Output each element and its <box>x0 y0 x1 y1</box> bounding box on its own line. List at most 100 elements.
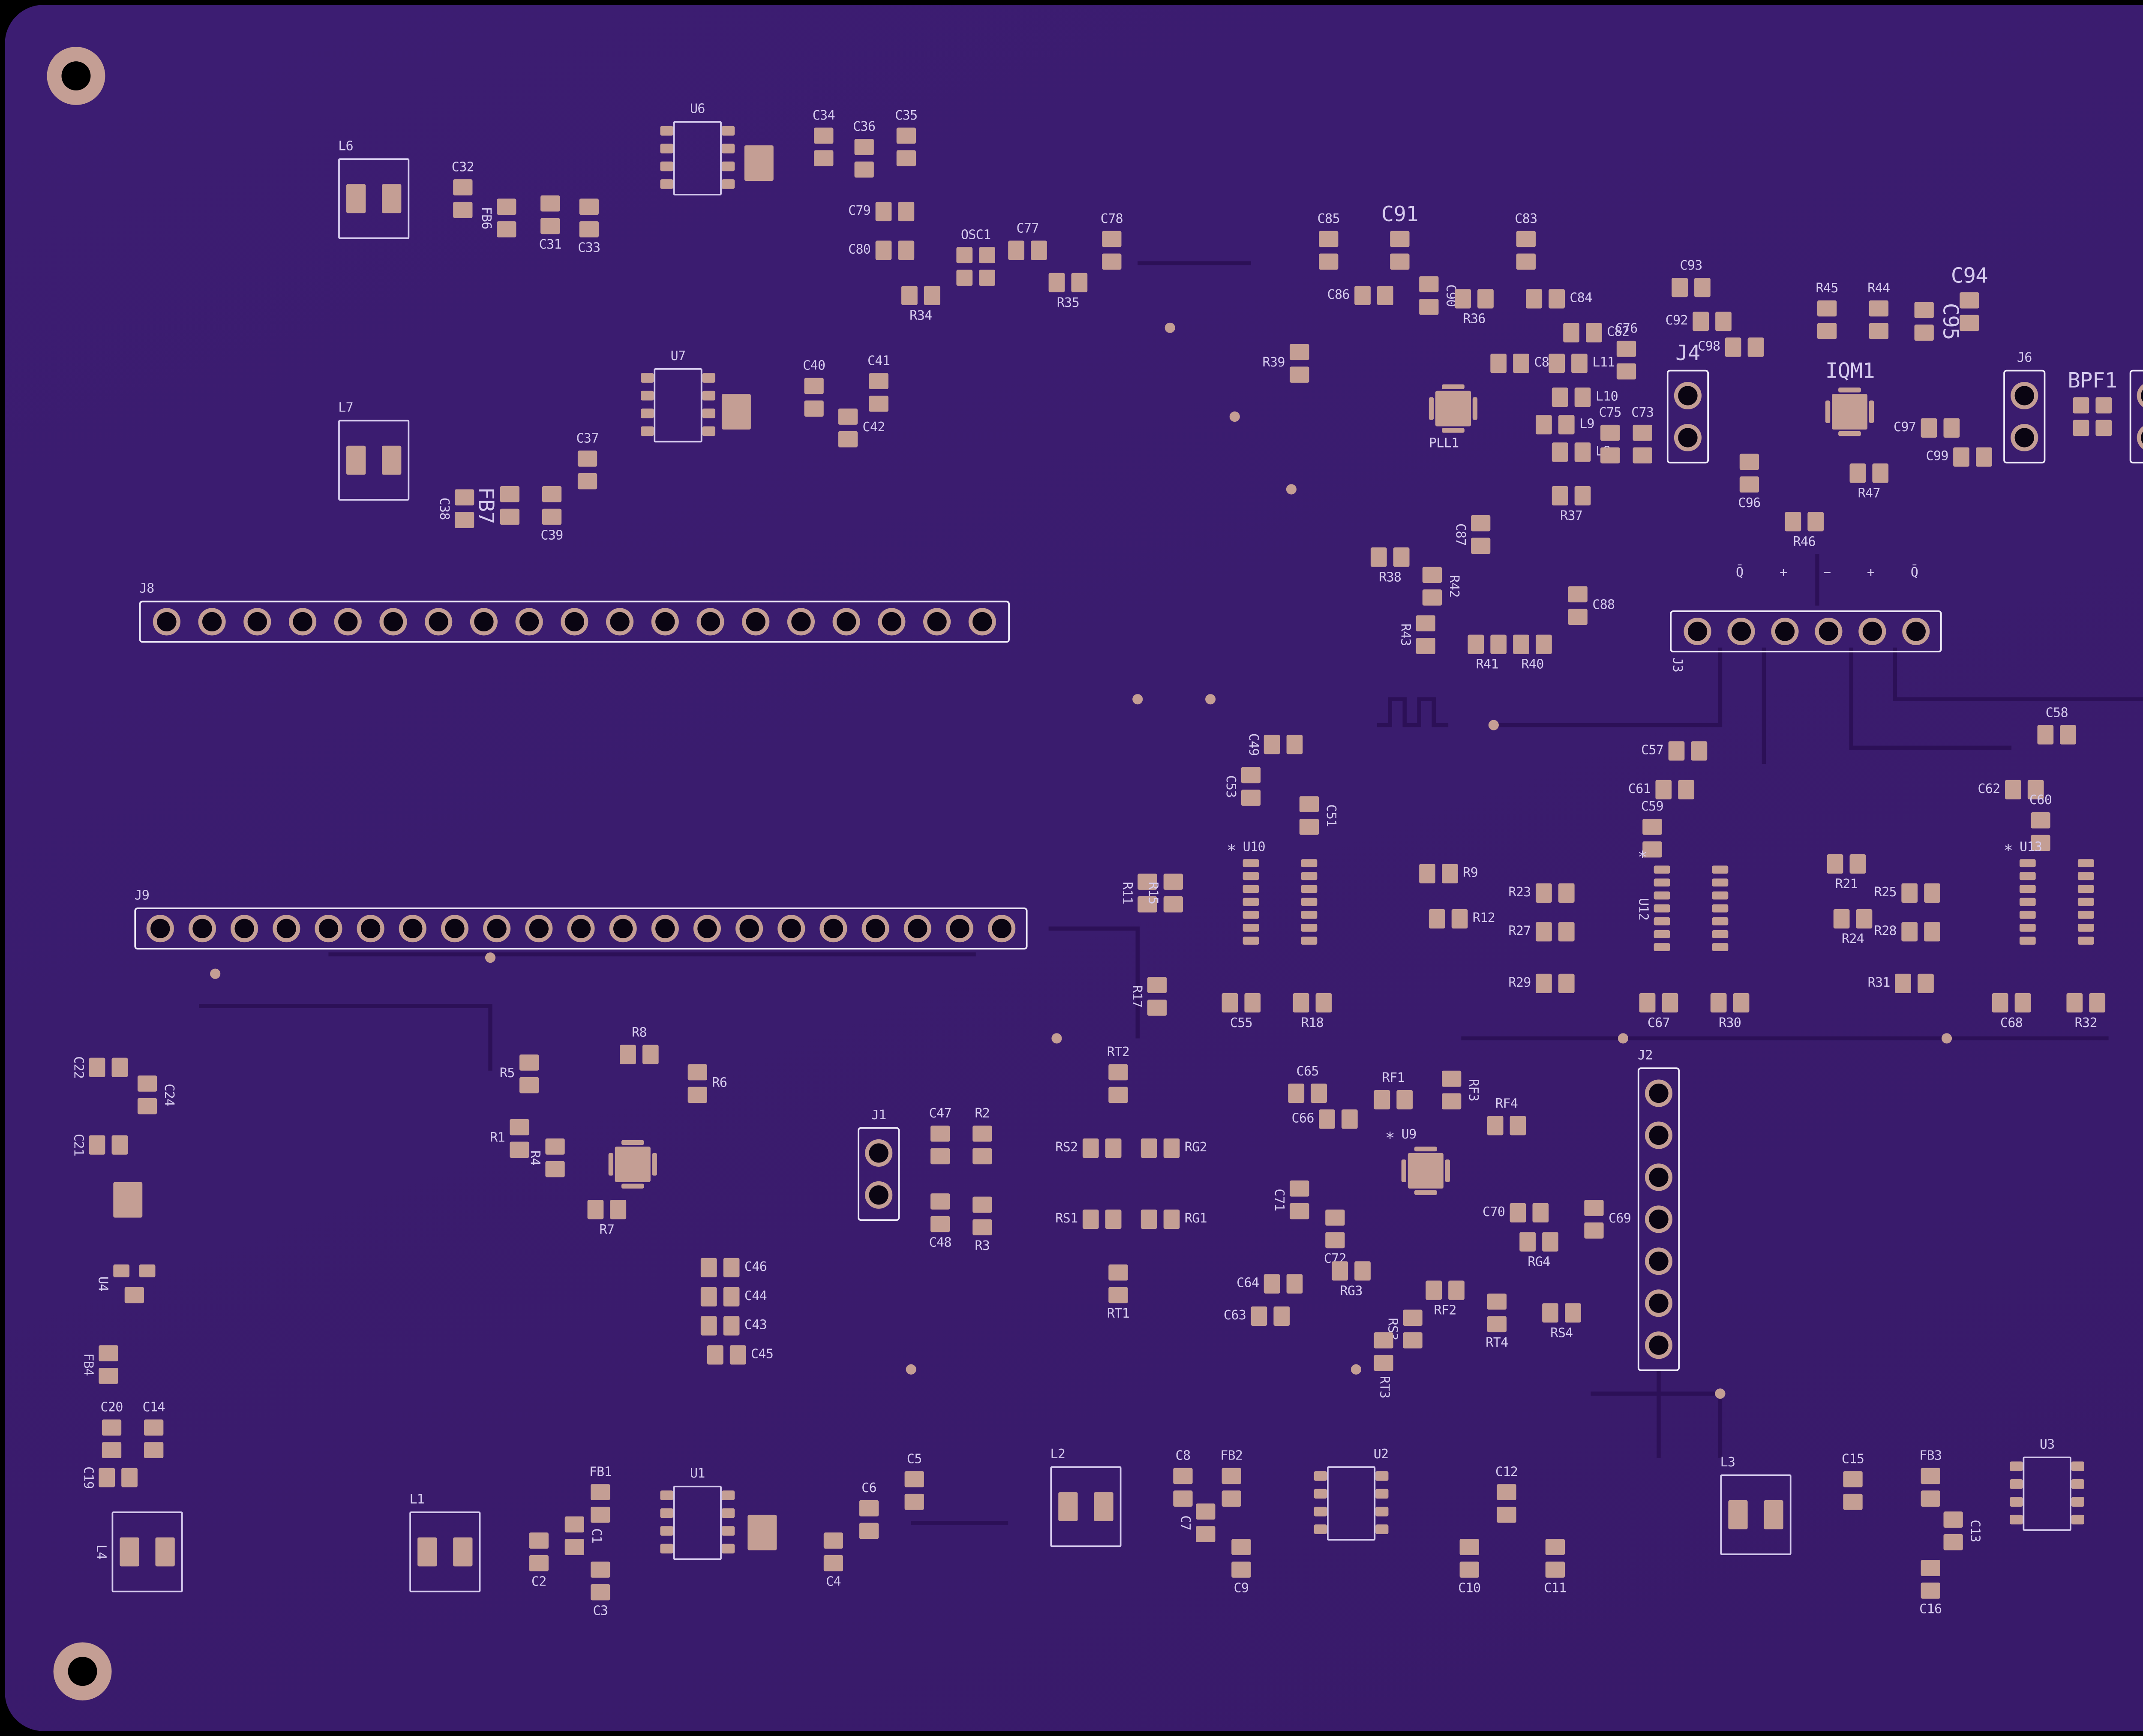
pad <box>1960 292 1979 309</box>
refdes-label: RF1 <box>1382 1070 1405 1085</box>
refdes-label: + <box>1779 565 1787 580</box>
pad <box>1843 1493 1863 1510</box>
c2v-footprint <box>1416 615 1435 654</box>
pad <box>1332 1261 1348 1281</box>
pad <box>956 247 973 264</box>
connector-outline <box>1637 1067 1680 1371</box>
refdes-label: C19 <box>81 1466 96 1489</box>
c2v-footprint <box>1921 1468 1940 1507</box>
pad <box>1325 1232 1345 1249</box>
pad <box>1301 859 1318 868</box>
pad <box>545 1138 565 1155</box>
refdes-label: R6 <box>712 1075 727 1090</box>
c2h-footprint <box>1672 277 1711 297</box>
pad <box>1490 354 1507 373</box>
pad <box>1315 993 1332 1013</box>
c2v-footprint <box>2031 812 2050 851</box>
pad <box>1918 973 1934 993</box>
c2h-footprint <box>1332 1261 1371 1281</box>
pad <box>1747 337 1764 357</box>
refdes-label: R31 <box>1867 975 1891 990</box>
pad <box>723 1258 740 1278</box>
pad <box>155 1537 175 1567</box>
through-hole <box>781 919 801 938</box>
refdes-label: C57 <box>1641 743 1664 757</box>
pad <box>1403 1310 1423 1326</box>
pad <box>113 1264 130 1278</box>
pad <box>1654 943 1670 951</box>
c2h-footprint <box>1264 1274 1303 1294</box>
pad <box>904 1471 924 1487</box>
pad <box>1921 1468 1940 1484</box>
c2v-footprint <box>1196 1503 1216 1542</box>
c2h-footprint <box>1526 289 1565 309</box>
refdes-label: C99 <box>1926 449 1948 464</box>
refdes-label: U12 <box>1636 898 1651 921</box>
pad <box>144 1442 164 1458</box>
pad <box>1429 909 1445 929</box>
refdes-label: L9 <box>1579 416 1595 431</box>
pad <box>1141 1138 1157 1158</box>
refdes-label: FB2 <box>1220 1448 1243 1463</box>
pad <box>1833 909 1850 929</box>
pad <box>896 127 916 144</box>
refdes-label: R5 <box>499 1066 515 1081</box>
refdes-label: R42 <box>1447 575 1462 598</box>
through-hole <box>1649 1167 1669 1187</box>
pad <box>591 1484 610 1500</box>
refdes-label: C42 <box>862 420 885 435</box>
pad <box>1558 973 1575 993</box>
refdes-label: R11 <box>1120 882 1135 904</box>
qfn-footprint <box>1429 384 1478 433</box>
pad <box>99 1367 118 1384</box>
pad <box>1764 1500 1783 1529</box>
refdes-label: C40 <box>802 358 825 373</box>
refdes-label: R35 <box>1056 295 1080 310</box>
refdes-label: C80 <box>848 242 871 257</box>
refdes-label: C64 <box>1237 1276 1259 1291</box>
refdes-label: RT2 <box>1107 1045 1130 1060</box>
refdes-label: C73 <box>1631 405 1654 420</box>
refdes-label: C75 <box>1599 405 1622 420</box>
c2v-footprint <box>869 373 888 412</box>
refdes-label: R2 <box>975 1106 990 1121</box>
pad <box>124 1287 144 1304</box>
pad <box>453 1537 473 1567</box>
c2h-footprint <box>620 1045 659 1064</box>
mounting-hole-ring <box>53 1642 112 1701</box>
pad <box>660 1490 673 1500</box>
refdes-label: R40 <box>1521 657 1544 672</box>
pad <box>2077 872 2094 880</box>
pad <box>1513 634 1529 654</box>
refdes-label: R4 <box>527 1150 542 1165</box>
pad <box>2073 397 2089 414</box>
pad <box>1490 634 1507 654</box>
c2h-footprint <box>1468 634 1507 654</box>
pad <box>1715 312 1732 331</box>
refdes-label: C1 <box>589 1528 604 1544</box>
c2v-footprint <box>540 195 560 234</box>
pad <box>641 390 654 401</box>
pad <box>859 1500 879 1517</box>
pad-footprint <box>956 247 995 286</box>
pad <box>869 396 888 412</box>
c2v-footprint <box>1516 231 1536 270</box>
pad <box>2077 885 2094 893</box>
pad <box>1396 1090 1413 1110</box>
pad <box>500 486 519 502</box>
c2v-footprint <box>564 1516 584 1556</box>
c2v-footprint <box>500 486 519 525</box>
c2v-footprint <box>1914 302 1934 341</box>
pad <box>1856 909 1873 929</box>
pad <box>1642 841 1662 858</box>
refdes-label: U1 <box>690 1466 705 1481</box>
pad <box>1419 298 1439 315</box>
refdes-label: Q̄ <box>1736 565 1744 580</box>
through-hole <box>474 612 494 632</box>
refdes-label: C87 <box>1453 523 1468 546</box>
pad <box>591 1506 610 1523</box>
refdes-label: C91 <box>1381 203 1419 228</box>
refdes-label: C6 <box>861 1481 877 1496</box>
